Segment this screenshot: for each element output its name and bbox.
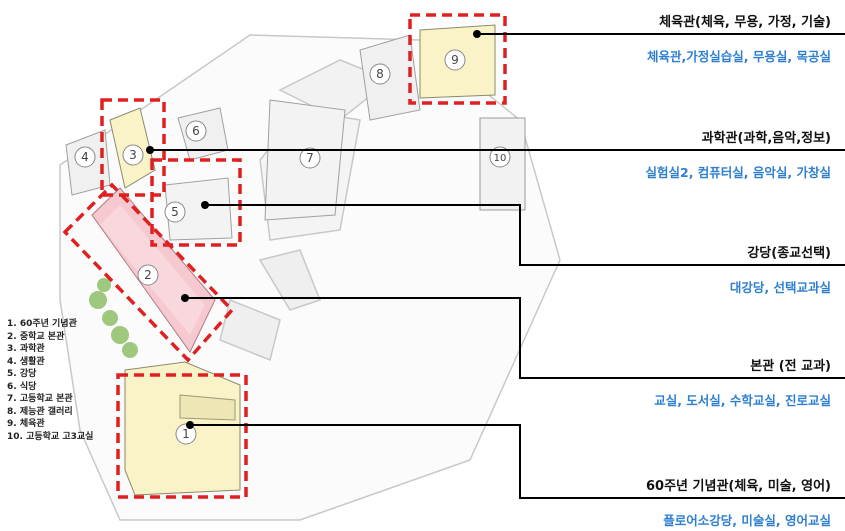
leader-line-auditorium <box>205 204 845 266</box>
memorial-hall-title: 60주년 기념관(체육, 미술, 영어) <box>646 479 831 494</box>
building-number-9: 9 <box>451 53 459 67</box>
building-number-4: 4 <box>81 150 89 164</box>
legend-item: 9. 체육관 <box>7 419 45 429</box>
building-legend: 1. 60주년 기념관 2. 중학교 본관 3. 과학관 4. 생활관 5. 강… <box>7 318 93 443</box>
building-10 <box>479 117 526 211</box>
memorial-hall-rooms: 플로어소강당, 미술실, 영어교실 <box>663 513 831 528</box>
legend-item: 3. 과학관 <box>7 344 45 354</box>
auditorium-title: 강당(종교선택) <box>747 246 831 261</box>
leader-dots <box>146 30 481 429</box>
building-7 <box>264 99 346 221</box>
building-number-1: 1 <box>182 427 190 441</box>
leader-line-memorial <box>190 424 845 499</box>
building-8 <box>359 34 421 121</box>
legend-item: 1. 60주년 기념관 <box>7 319 77 329</box>
building-number-10: 10 <box>494 153 507 164</box>
leader-lines <box>150 33 845 499</box>
legend-item: 4. 생활관 <box>7 356 45 367</box>
building-5 <box>164 177 233 241</box>
legend-item: 7. 고등학교 본관 <box>7 394 73 404</box>
leader-line-main <box>185 297 845 379</box>
science-rooms: 실험실2, 컴퓨터실, 음악실, 가창실 <box>645 165 832 180</box>
building-number-5: 5 <box>171 205 179 219</box>
building-number-2: 2 <box>144 268 152 282</box>
main-building-title: 본관 (전 교과) <box>750 359 831 374</box>
building-2 <box>91 187 216 353</box>
building-3 <box>109 107 156 189</box>
legend-item: 10. 고등학교 고3교실 <box>7 431 94 442</box>
building-number-6: 6 <box>192 124 200 138</box>
main-building-rooms: 교실, 도서실, 수학교실, 진로교실 <box>654 393 831 408</box>
legend-item: 5. 강당 <box>7 369 37 379</box>
building-number-8: 8 <box>376 67 384 81</box>
science-title: 과학관(과학,음악,정보) <box>701 131 831 146</box>
trees <box>89 278 138 358</box>
building-number-3: 3 <box>129 148 137 162</box>
highlight-box-memorial <box>116 373 248 499</box>
highlight-box-gym <box>408 13 507 105</box>
building-number-7: 7 <box>306 151 314 165</box>
building-9 <box>419 24 496 99</box>
gym-title: 체육관(체육, 무용, 가정, 기술) <box>659 15 831 30</box>
highlight-box-auditorium <box>150 158 242 247</box>
building-number-labels: 1 2 3 4 5 6 7 8 9 10 <box>81 53 506 441</box>
highlight-boxes <box>62 13 507 499</box>
legend-item: 2. 중학교 본관 <box>7 331 65 342</box>
legend-item: 6. 식당 <box>7 381 37 392</box>
building-1 <box>124 361 241 496</box>
auditorium-rooms: 대강당, 선택교과실 <box>729 280 831 295</box>
legend-item: 8. 제능관 갤러리 <box>7 406 73 417</box>
gym-rooms: 체육관,가정실습실, 무용실, 목공실 <box>647 49 831 64</box>
